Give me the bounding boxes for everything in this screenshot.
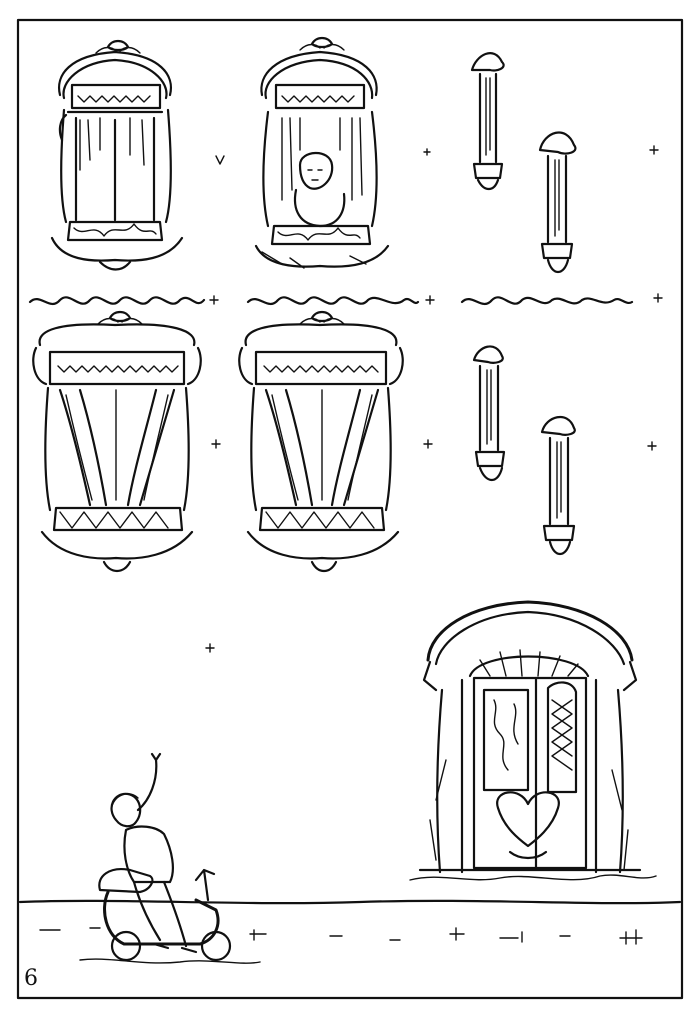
narrow-window-4 <box>540 416 576 556</box>
window-with-woman <box>254 36 390 269</box>
page-frame <box>16 18 684 1000</box>
narrow-window-2 <box>538 131 577 274</box>
window-curtains-right <box>238 310 404 573</box>
window-curtains-left <box>32 310 202 573</box>
cornice-ornament-left <box>28 295 219 306</box>
ink-marks-row2 <box>205 439 657 653</box>
cornice-ornament-middle <box>246 295 435 306</box>
ink-marks <box>215 145 659 165</box>
woman-on-scooter <box>79 752 261 964</box>
page-number: 6 <box>24 966 38 991</box>
window-empty <box>50 39 184 271</box>
narrow-window-1 <box>470 52 505 191</box>
ornate-doorway <box>409 600 657 881</box>
cornice-ornament-right <box>460 293 663 306</box>
narrow-window-3 <box>472 345 506 482</box>
street-line <box>18 899 682 945</box>
